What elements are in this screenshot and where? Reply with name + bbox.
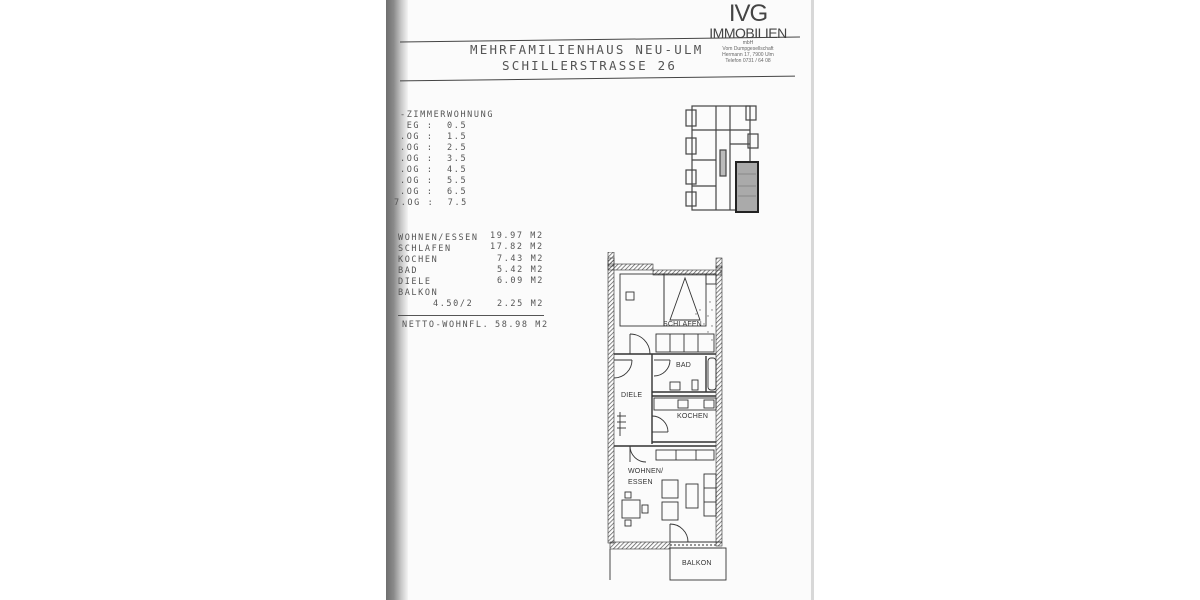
balkon-value: 2.25 M2 (497, 299, 545, 309)
total-label: NETTO-WOHNFL. (402, 320, 490, 330)
title-line-2: SCHILLERSTRASSE 26 (502, 58, 678, 73)
area-row-room: SCHLAFEN (398, 244, 452, 254)
floor-row: .OG : 2.5 (400, 143, 468, 153)
logo-address-3: Telefon 0731 / 64 08 (725, 58, 771, 64)
floor-label: .OG (400, 165, 421, 175)
logo-name: IMMOBILIEN (709, 25, 787, 41)
floor-label: .OG (400, 154, 421, 164)
floor-label: .OG (400, 143, 421, 153)
unit-number: 1.5 (447, 132, 468, 142)
logo-suffix: mbH (742, 40, 754, 46)
logo-address-1: Vom Dumpgesellschaft (722, 46, 774, 52)
total-value: 58.98 M2 (495, 320, 549, 330)
floor-label: .OG (400, 176, 421, 186)
room-label-kochen: KOCHEN (677, 413, 709, 420)
title-line-1: MEHRFAMILIENHAUS NEU-ULM (470, 42, 704, 57)
area-row-room: DIELE (398, 277, 432, 287)
floor-label: .OG (400, 187, 421, 197)
floor-plan-diagram (607, 252, 727, 581)
area-row-value: 17.82 M2 (490, 242, 544, 252)
scan-gutter-shadow (386, 0, 408, 600)
area-row-room: BALKON (398, 288, 439, 298)
unit-type-heading: -ZIMMERWOHNUNG (400, 110, 495, 120)
room-label-balkon: BALKON (682, 560, 712, 567)
floor-row: .OG : 1.5 (400, 132, 468, 142)
logo-mark: IVG (728, 0, 768, 27)
area-row-room: WOHNEN/ESSEN (398, 233, 479, 243)
area-row-room: BAD (398, 266, 419, 276)
unit-number: 2.5 (447, 143, 468, 153)
unit-number: 4.5 (447, 165, 468, 175)
floor-row: .OG : 4.5 (400, 165, 468, 175)
ivg-logo: IVG IMMOBILIEN mbH Vom Dumpgesellschaft … (698, 0, 798, 65)
floor-row: EG : 0.5 (400, 121, 468, 131)
balkon-calculation: 4.50/2 (433, 299, 474, 309)
room-label-wohnen: WOHNEN/ (628, 468, 664, 475)
scanned-page (386, 0, 814, 600)
floor-row: 7.OG : 7.5 (394, 198, 468, 208)
unit-number: 7.5 (447, 198, 468, 208)
room-label-diele: DIELE (621, 392, 643, 399)
area-row-value: 19.97 M2 (490, 231, 544, 241)
key-plan-diagram (685, 105, 759, 213)
floor-row: .OG : 3.5 (400, 154, 468, 164)
logo-address-2: Hermann 17, 7900 Ulm (722, 52, 774, 58)
floor-row: .OG : 6.5 (400, 187, 468, 197)
area-row-room: KOCHEN (398, 255, 439, 265)
unit-number: 3.5 (447, 154, 468, 164)
floor-label: EG (400, 121, 421, 131)
area-row-value: 7.43 M2 (497, 254, 545, 264)
floor-label: .OG (400, 132, 421, 142)
page-edge (811, 0, 814, 600)
area-row-value: 6.09 M2 (497, 276, 545, 286)
room-label-bad: BAD (676, 362, 691, 369)
unit-number: 0.5 (447, 121, 468, 131)
floor-label: 7.OG (394, 198, 421, 208)
room-label-schlafen: SCHLAFEN (663, 321, 702, 328)
area-row-value: 5.42 M2 (497, 265, 545, 275)
room-label-essen: ESSEN (628, 479, 653, 486)
floor-row: .OG : 5.5 (400, 176, 468, 186)
total-rule (398, 315, 544, 316)
unit-number: 6.5 (447, 187, 468, 197)
unit-number: 5.5 (447, 176, 468, 186)
